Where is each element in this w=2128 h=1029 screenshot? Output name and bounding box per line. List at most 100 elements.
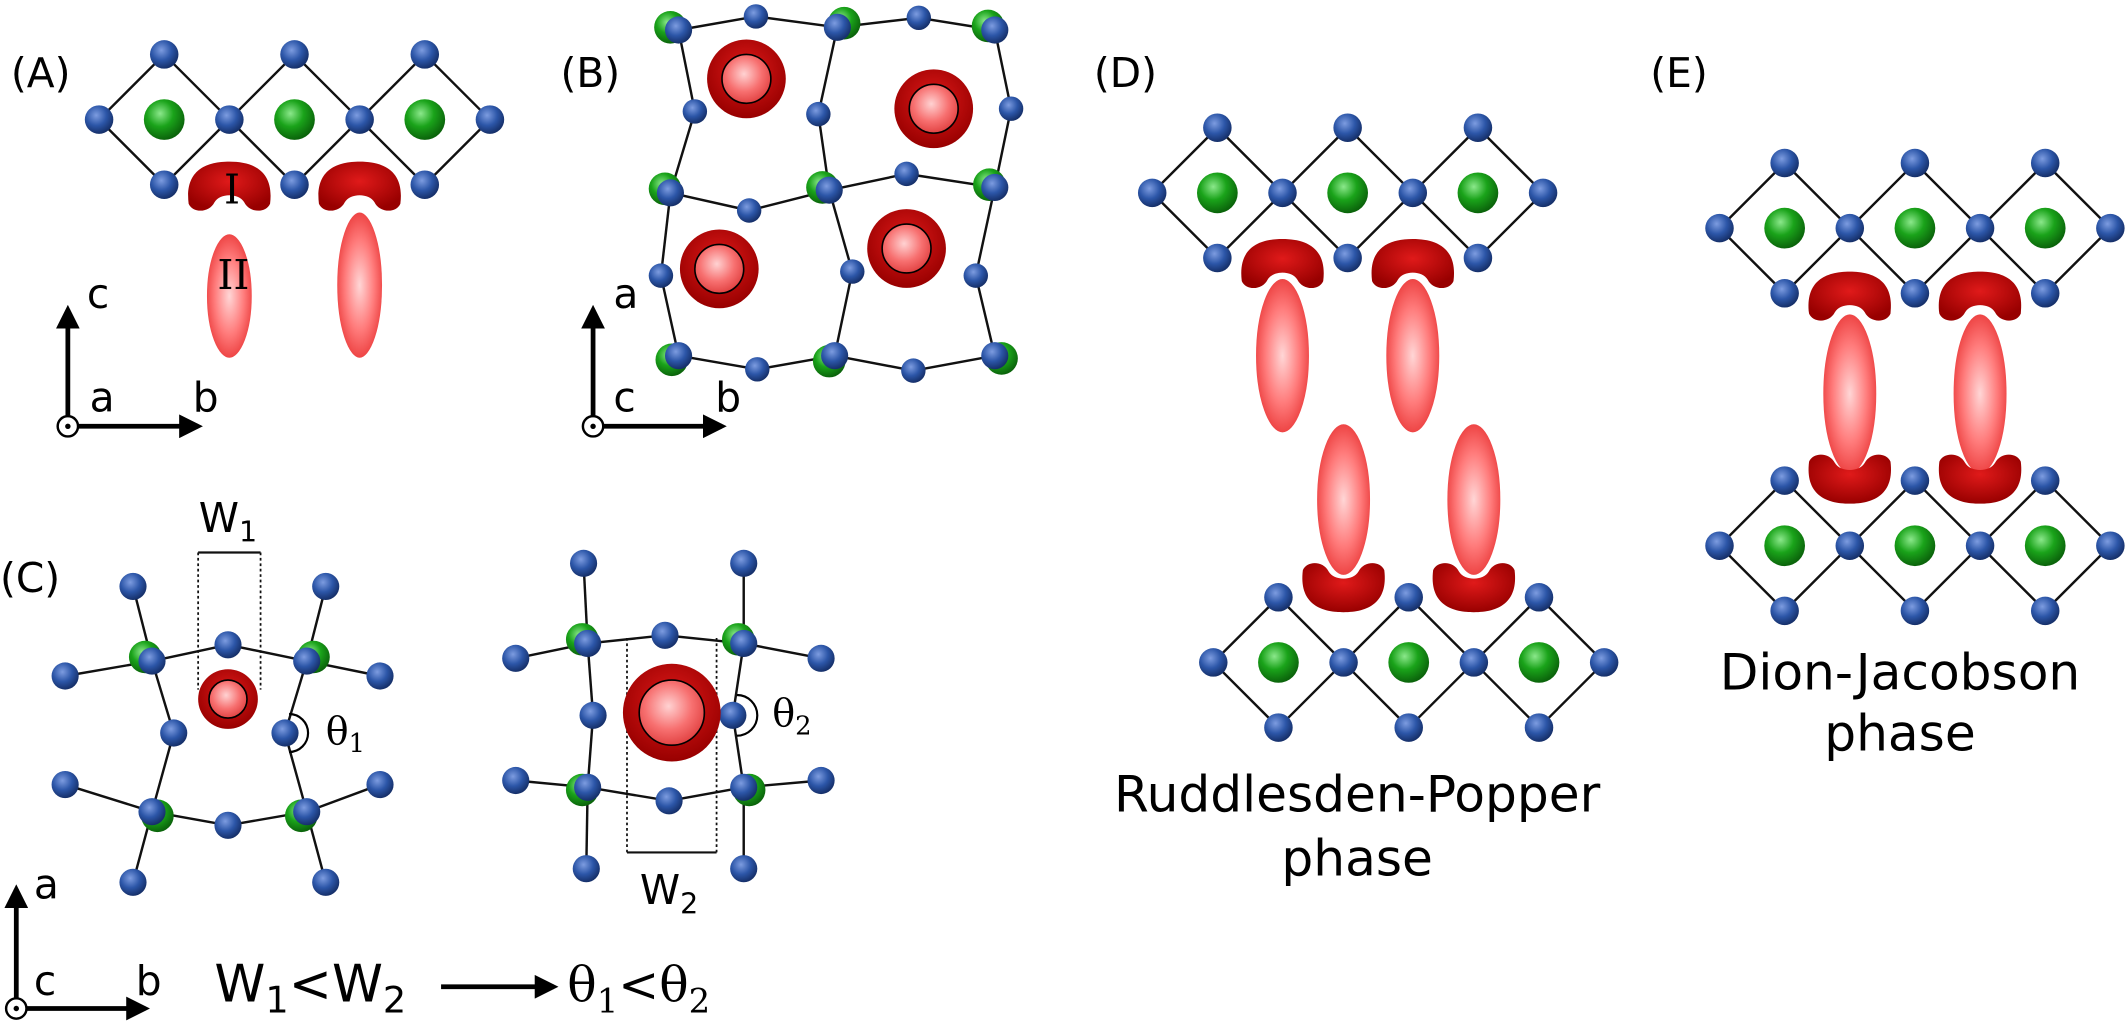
w1-subscript: 1 [265, 979, 288, 1022]
x-site-atom [823, 13, 851, 41]
caption-line-2: phase [1824, 704, 1976, 763]
x-site-atom [1965, 531, 1995, 560]
x-site-atom [1137, 178, 1167, 208]
x-site-atom [2030, 279, 2060, 308]
spacer-head-group [1938, 271, 2022, 321]
spacer-tail [1313, 420, 1375, 579]
panel-c-axes [4, 884, 150, 1021]
axis-out-label: a [90, 373, 115, 421]
w2-label: W2 [640, 866, 698, 921]
bond-line [587, 786, 670, 803]
spacer-tail [1251, 274, 1314, 437]
bond-line [677, 29, 697, 112]
spacer-tail [1949, 310, 2011, 478]
x-site-atom [1268, 178, 1297, 208]
x-site-atom [475, 105, 505, 134]
theta1-subscript: 1 [597, 982, 619, 1021]
caption-line-1: Dion-Jacobson [1720, 643, 2080, 702]
bond-line [283, 732, 308, 813]
b-site-atom [1518, 642, 1560, 683]
x-site-atom [1199, 648, 1228, 677]
x-site-atom [736, 198, 762, 223]
x-site-atom [806, 101, 831, 127]
x-site-atom [1770, 596, 1799, 626]
x-site-atom [656, 179, 684, 207]
x-site-atom [1459, 648, 1489, 677]
x-site-atom [730, 855, 758, 883]
x-site-atom [1264, 583, 1293, 612]
x-site-atom [981, 173, 1009, 201]
x-site-atom [119, 572, 147, 600]
x-site-atom [651, 621, 679, 649]
x-site-atom [366, 662, 394, 690]
bond-line [817, 27, 839, 115]
x-site-atom [730, 773, 758, 801]
spacer-head-group [1938, 454, 2022, 504]
b-site-atom [1764, 207, 1805, 249]
x-site-atom [1770, 466, 1799, 495]
x-site-atom [579, 701, 607, 729]
x-site-atom [312, 572, 340, 600]
x-site-atom [51, 662, 79, 690]
x-site-atom [1264, 713, 1293, 742]
x-site-atom [1770, 148, 1799, 178]
x-site-atom [648, 263, 674, 288]
x-site-atom [730, 629, 758, 657]
theta1-base: θ [567, 957, 596, 1014]
x-site-atom [821, 342, 849, 370]
x-site-atom [1900, 148, 1930, 178]
x-site-atom [1394, 583, 1423, 612]
x-site-atom [312, 868, 340, 896]
x-site-atom [1589, 648, 1619, 677]
x-site-atom [1329, 648, 1358, 677]
x-site-atom [214, 811, 242, 839]
bond-line [974, 187, 996, 276]
axis-right-label: b [715, 373, 741, 421]
spacer-head-group [1808, 454, 1892, 504]
x-site-atom [815, 176, 843, 204]
axis-right-label: b [193, 373, 219, 421]
theta2-arc [736, 693, 759, 737]
x-site-atom [2030, 596, 2060, 626]
axis-out-of-plane-dot [13, 1005, 19, 1012]
b-site-atom [404, 99, 446, 140]
caption-line-1: Ruddlesden-Popper [1114, 765, 1601, 824]
theta2-base: θ [659, 957, 688, 1014]
panel-e-label: (E) [1650, 49, 1707, 97]
bond-line [833, 271, 854, 356]
x-site-atom [160, 719, 188, 747]
x-site-atom [2030, 148, 2060, 178]
x-site-atom [138, 647, 166, 675]
a-site-cation [694, 243, 745, 295]
x-site-atom [574, 773, 602, 801]
panel-c: (C) W1 W2 θ1 θ2 a c b W1<W2 θ1<θ2 [0, 494, 835, 1022]
panel-a: (A) I II c a b [11, 40, 505, 439]
x-site-atom [1524, 713, 1554, 742]
panel-d: (D) Ruddlesden-Popper phase [1094, 49, 1619, 888]
a-site-cation [638, 679, 706, 747]
x-site-atom [1398, 178, 1428, 208]
spacer-head-group [188, 161, 271, 211]
x-site-atom [149, 170, 179, 199]
spacer-tail [333, 208, 387, 362]
x-site-atom [682, 99, 708, 124]
spacer-head-group [1808, 271, 1892, 321]
spacer-head-group [1302, 563, 1385, 613]
b-site-atom [2024, 207, 2066, 249]
spacer-tail [1443, 420, 1505, 579]
panel-c-structures [51, 549, 835, 896]
x-site-atom [1333, 113, 1362, 142]
x-site-atom [502, 766, 530, 795]
x-site-atom [572, 855, 600, 883]
x-site-atom [1524, 583, 1554, 612]
x-site-atom [1463, 113, 1493, 142]
x-site-atom [1900, 279, 1930, 308]
panel-b-structure [648, 4, 1024, 383]
x-site-atom [655, 787, 683, 815]
x-site-atom [963, 263, 988, 288]
axis-up-label: c [87, 270, 109, 318]
spacer-tail [1819, 310, 1881, 478]
panel-e: (E) Dion-Jacobson phase [1650, 49, 2125, 763]
x-site-atom [2030, 466, 2060, 495]
bond-line [659, 275, 680, 356]
